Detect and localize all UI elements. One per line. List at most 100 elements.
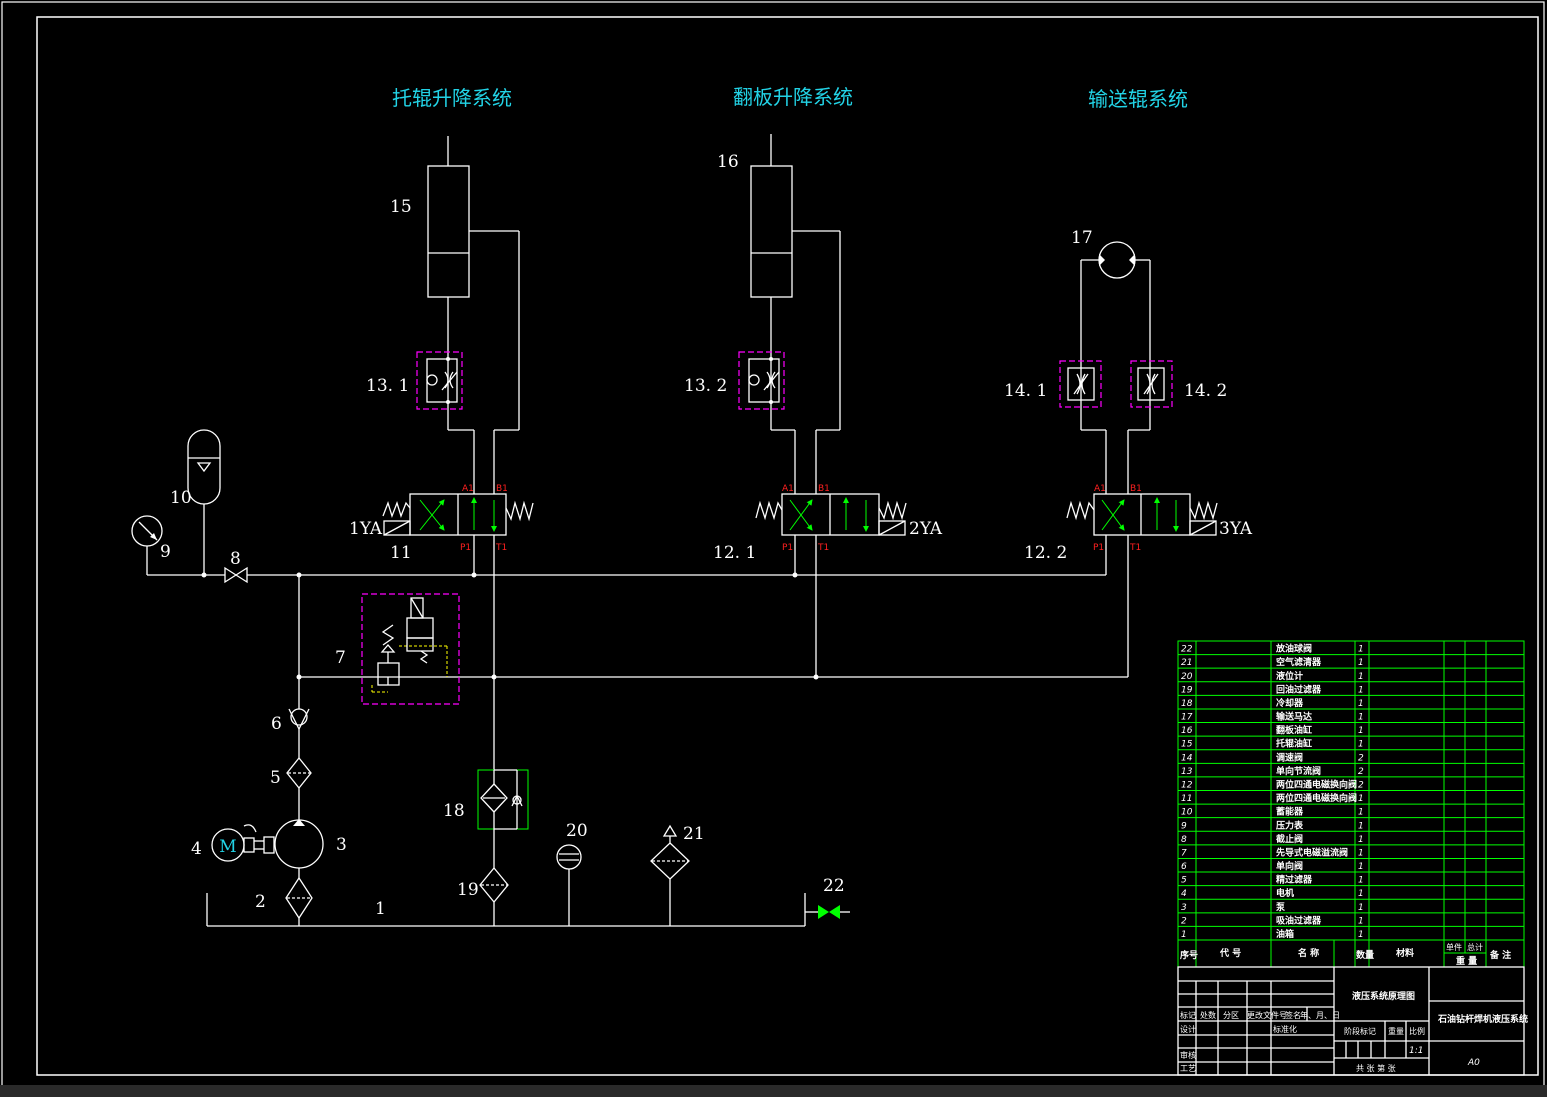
- parts-row-name: 冷却器: [1276, 697, 1304, 709]
- flow-control-valve-14-1: [1059, 360, 1102, 408]
- parts-row-qty: 1: [1358, 699, 1364, 709]
- parts-row-qty: 1: [1358, 916, 1364, 926]
- tb-date: 年、月、日: [1300, 1010, 1340, 1020]
- directional-valve-12-2: [1066, 429, 1218, 677]
- parts-row-no: 11: [1181, 794, 1192, 804]
- parts-row-name: 托辊油缸: [1276, 738, 1312, 750]
- label-14-2: 14. 2: [1184, 381, 1227, 401]
- directional-valve-11: [382, 429, 534, 575]
- parts-row-qty: 1: [1358, 821, 1364, 831]
- parts-row-name: 液位计: [1276, 670, 1303, 682]
- stop-valve-8: [224, 566, 248, 584]
- label-14-1: 14. 1: [1004, 381, 1047, 401]
- parts-row-qty: 1: [1358, 862, 1364, 872]
- tb-sign: 签名: [1285, 1010, 1301, 1020]
- parts-row-no: 9: [1181, 821, 1187, 831]
- cylinder-16: [750, 134, 841, 430]
- title-flap-lift: 翻板升降系统: [733, 85, 853, 109]
- tb-weight: 重量: [1388, 1026, 1404, 1036]
- suction-filter-2: [285, 876, 313, 926]
- port-p-11: P1: [460, 543, 471, 553]
- level-gauge-20: [556, 844, 582, 926]
- tb-scale-value: 1:1: [1409, 1046, 1423, 1056]
- label-18: 18: [443, 801, 465, 821]
- parts-row-qty: 1: [1358, 672, 1364, 682]
- parts-row-qty: 1: [1358, 903, 1364, 913]
- parts-row-qty: 2: [1358, 767, 1364, 777]
- parts-row-name: 蓄能器: [1276, 806, 1304, 818]
- port-t-12-2: T1: [1129, 543, 1141, 553]
- tb-scale: 比例: [1409, 1026, 1425, 1036]
- parts-row-name: 精过滤器: [1276, 874, 1313, 886]
- parts-row-qty: 1: [1358, 876, 1364, 886]
- parts-row-qty: 1: [1358, 835, 1364, 845]
- label-7: 7: [335, 648, 346, 668]
- port-t-12-1: T1: [817, 543, 829, 553]
- label-16: 16: [717, 152, 739, 172]
- header-unit-weight: 单件: [1446, 942, 1462, 952]
- parts-row-name: 两位四通电磁换向阀: [1276, 792, 1357, 804]
- port-p-12-1: P1: [782, 543, 793, 553]
- tb-review: 审核: [1180, 1050, 1196, 1060]
- parts-row-no: 8: [1181, 835, 1187, 845]
- label-5: 5: [270, 768, 281, 788]
- parts-row-qty: 1: [1358, 889, 1364, 899]
- label-11: 11: [390, 543, 412, 563]
- return-line: [296, 575, 1128, 770]
- parts-row-no: 22: [1181, 645, 1193, 655]
- header-remark: 备 注: [1489, 949, 1511, 961]
- parts-row-no: 21: [1181, 658, 1192, 668]
- parts-row-no: 6: [1181, 862, 1187, 872]
- parts-row-qty: 1: [1358, 658, 1364, 668]
- label-3ya: 3YA: [1219, 519, 1253, 539]
- label-21: 21: [683, 824, 705, 844]
- label-1: 1: [375, 899, 386, 919]
- parts-row-no: 18: [1181, 699, 1193, 709]
- parts-row-name: 单向节流阀: [1276, 765, 1321, 777]
- parts-row-qty: 1: [1358, 848, 1364, 858]
- parts-row-name: 翻板油缸: [1276, 724, 1312, 736]
- label-17: 17: [1071, 228, 1093, 248]
- pressure-line: [147, 572, 1106, 578]
- tb-zone: 分区: [1223, 1011, 1239, 1020]
- parts-row-name: 吸油过滤器: [1276, 914, 1322, 926]
- electric-motor-4: M: [211, 824, 275, 862]
- parts-row-qty: 1: [1358, 740, 1364, 750]
- header-code: 代 号: [1219, 947, 1241, 959]
- label-19: 19: [457, 880, 479, 900]
- parts-row-no: 14: [1181, 753, 1193, 763]
- parts-row-qty: 1: [1358, 713, 1364, 723]
- oil-tank-1: [206, 893, 818, 927]
- header-name: 名 称: [1298, 947, 1319, 959]
- label-22: 22: [823, 876, 845, 896]
- parts-row-qty: 1: [1358, 726, 1364, 736]
- header-qty: 数量: [1356, 949, 1374, 961]
- label-6: 6: [271, 714, 282, 734]
- parts-row-qty: 1: [1358, 808, 1364, 818]
- drawing-name: 液压系统原理图: [1352, 990, 1415, 1002]
- cylinder-15: [427, 136, 520, 430]
- parts-row-name: 压力表: [1276, 819, 1304, 831]
- tb-sheets: 共 张 第 张: [1356, 1063, 1396, 1073]
- parts-row-name: 空气滤清器: [1276, 656, 1322, 668]
- label-2: 2: [255, 892, 266, 912]
- label-12-2: 12. 2: [1024, 543, 1067, 563]
- parts-row-name: 回油过滤器: [1276, 683, 1322, 695]
- parts-row-qty: 2: [1358, 781, 1364, 791]
- port-t-11: T1: [495, 543, 507, 553]
- parts-row-name: 两位四通电磁换向阀: [1276, 779, 1357, 791]
- parts-row-no: 2: [1181, 916, 1187, 926]
- label-9: 9: [160, 542, 171, 562]
- parts-row-no: 13: [1181, 767, 1193, 777]
- drain-ball-valve-22: [818, 905, 850, 919]
- check-throttle-valve-13-2: [738, 351, 785, 410]
- port-b-12-2: B1: [1130, 484, 1142, 494]
- title-conveyor: 输送辊系统: [1088, 87, 1188, 111]
- label-4: 4: [191, 839, 202, 859]
- parts-row-name: 单向阀: [1276, 860, 1303, 872]
- accumulator-10: [187, 429, 221, 575]
- label-10: 10: [170, 488, 192, 508]
- check-throttle-valve-13-1: [416, 351, 463, 410]
